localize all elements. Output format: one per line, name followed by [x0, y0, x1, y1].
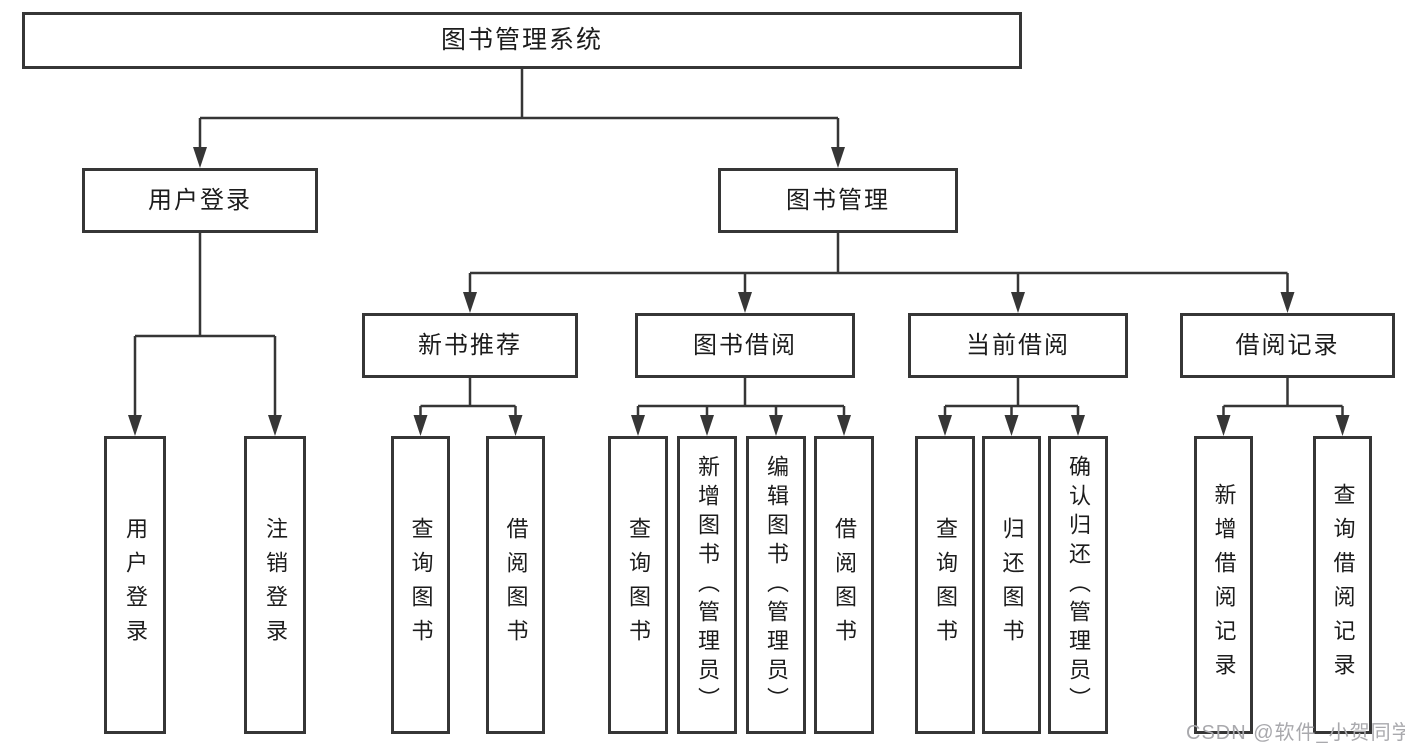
leaf-records-add-record: 新增借阅记录: [1194, 436, 1253, 734]
arrow-icon: [769, 415, 783, 436]
arrow-icon: [1004, 415, 1019, 436]
node-borrow-records: 借阅记录: [1180, 313, 1395, 378]
leaf-borrow-query-book: 查询图书: [608, 436, 668, 734]
arrow-icon: [1011, 292, 1025, 313]
leaf-current-query-book: 查询图书: [915, 436, 975, 734]
leaf-records-query-record: 查询借阅记录: [1313, 436, 1372, 734]
leaf-recommend-query-book: 查询图书: [391, 436, 450, 734]
arrow-icon: [413, 415, 428, 436]
leaf-user-login: 用户登录: [104, 436, 166, 734]
node-new-book-recommend: 新书推荐: [362, 313, 578, 378]
node-book-management: 图书管理: [718, 168, 958, 233]
arrow-icon: [463, 292, 477, 313]
arrow-icon: [938, 415, 952, 436]
node-root-system: 图书管理系统: [22, 12, 1022, 69]
leaf-recommend-borrow-book: 借阅图书: [486, 436, 545, 734]
arrow-icon: [128, 415, 142, 436]
arrow-icon: [1335, 415, 1350, 436]
leaf-current-return-book: 归还图书: [982, 436, 1041, 734]
arrow-icon: [508, 415, 523, 436]
connector-lines: [133, 69, 1344, 418]
leaf-current-confirm-return-admin: 确认归还（管理员）: [1048, 436, 1108, 734]
arrow-icon: [631, 415, 645, 436]
arrow-icon: [1071, 415, 1085, 436]
arrow-icon: [700, 415, 714, 436]
arrowheads: [128, 147, 1350, 436]
node-current-borrow: 当前借阅: [908, 313, 1128, 378]
leaf-borrow-add-book-admin: 新增图书（管理员）: [677, 436, 737, 734]
csdn-watermark: CSDN @软件_小贺同学: [1186, 722, 1405, 744]
node-book-borrow: 图书借阅: [635, 313, 855, 378]
leaf-logout: 注销登录: [244, 436, 306, 734]
arrow-icon: [193, 147, 207, 168]
leaf-borrow-borrow-book: 借阅图书: [814, 436, 874, 734]
arrow-icon: [738, 292, 752, 313]
arrow-icon: [268, 415, 282, 436]
arrow-icon: [1216, 415, 1231, 436]
arrow-icon: [837, 415, 851, 436]
arrow-icon: [1280, 292, 1295, 313]
arrow-icon: [831, 147, 845, 168]
node-user-login: 用户登录: [82, 168, 318, 233]
leaf-borrow-edit-book-admin: 编辑图书（管理员）: [746, 436, 806, 734]
